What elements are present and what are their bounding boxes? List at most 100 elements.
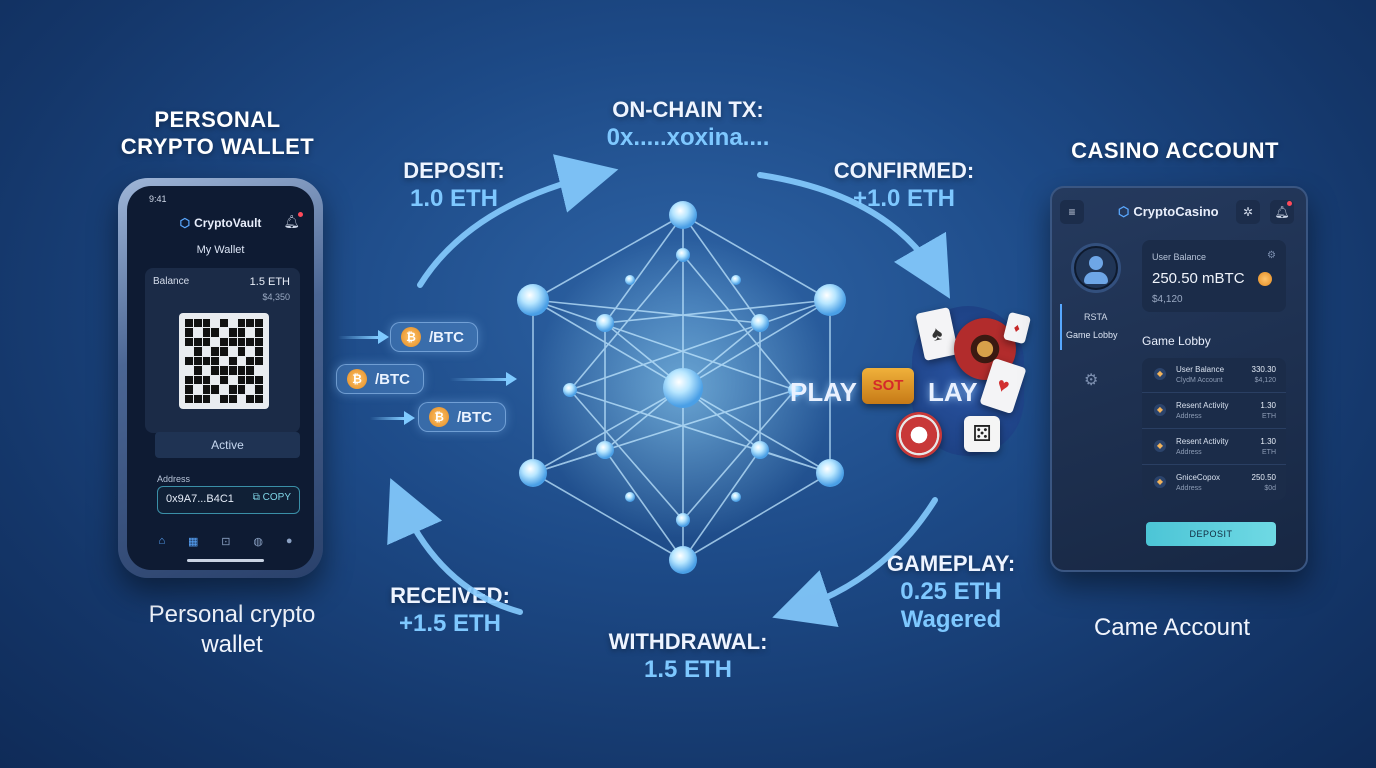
user-balance-usd: $4,120: [1152, 294, 1183, 305]
bitcoin-icon: ₿: [347, 369, 367, 389]
sidebar-item-label: Game Lobby: [1066, 330, 1118, 340]
wallet-caption-line1: Personal crypto: [148, 601, 316, 628]
list-item[interactable]: ◆ User Balance ClydM Account 330.30 $4,1…: [1142, 358, 1286, 393]
menu-icon[interactable]: ≡: [1060, 200, 1084, 224]
eth-icon: ◆: [1154, 368, 1166, 380]
deposit-button[interactable]: DEPOSIT: [1146, 522, 1276, 546]
avatar[interactable]: [1074, 246, 1118, 290]
play-text-right: LAY: [928, 377, 978, 407]
arrow-deposit: [417, 154, 619, 288]
lobby-title: Game Lobby: [1142, 334, 1211, 348]
bitcoin-icon: ₿: [429, 407, 449, 427]
btc-transfer-group: ₿ /BTC ₿ /BTC ₿ /BTC: [330, 318, 520, 442]
gameplay-value: 0.25 ETH: [900, 578, 1002, 605]
list-item-value: 330.30: [1251, 365, 1276, 374]
globe-icon[interactable]: ◍: [253, 536, 263, 548]
confirmed-value: +1.0 ETH: [852, 185, 956, 212]
list-item-title: User Balance: [1176, 365, 1225, 374]
onchain-tx-label: ON-CHAIN TX: 0x.....xoxina....: [560, 96, 816, 152]
casino-panel: ≡ ⬡CryptoCasino ✲ 🔔︎ RSTA Game Lobby ⚙ U…: [1050, 186, 1308, 572]
deposit-label: DEPOSIT: 1.0 ETH: [380, 157, 528, 213]
wallet-app-name: CryptoVault: [194, 216, 262, 230]
grid-icon[interactable]: ▦: [187, 536, 199, 548]
home-icon[interactable]: ⌂: [158, 535, 166, 547]
user-balance-label: User Balance: [1152, 252, 1207, 262]
list-item[interactable]: ◆ Resent Activity Address 1.30 ETH: [1142, 394, 1286, 429]
bitcoin-icon: ₿: [401, 327, 421, 347]
btc-arrow-3: [370, 417, 404, 420]
settings-icon[interactable]: ✲: [1236, 200, 1260, 224]
user-balance-card: User Balance ⚙ 250.50 mBTC $4,120: [1142, 240, 1286, 312]
btc-arrow-1: [338, 336, 378, 339]
casino-app-name: CryptoCasino: [1133, 204, 1219, 219]
home-indicator: [187, 559, 264, 562]
list-item-subtitle: Address: [1176, 485, 1202, 492]
bell-icon[interactable]: 🔔︎: [1270, 200, 1294, 224]
user-balance-value: 250.50 mBTC: [1152, 270, 1245, 287]
list-item-subtitle: Address: [1176, 413, 1202, 420]
eth-icon: ◆: [1154, 404, 1166, 416]
copy-label: COPY: [262, 492, 291, 503]
received-value: +1.5 ETH: [398, 610, 502, 637]
balance-label: Balance: [153, 276, 190, 287]
gear-icon[interactable]: ⚙: [1084, 372, 1099, 389]
arrow-received: [387, 478, 523, 615]
list-item-value: 1.30: [1260, 437, 1276, 446]
list-item-title: Resent Activity: [1176, 437, 1229, 446]
status-time: 9:41: [149, 194, 167, 204]
btc-pill-label: /BTC: [375, 370, 410, 388]
btc-pill-label: /BTC: [429, 328, 464, 346]
wallet-title-line2: CRYPTO WALLET: [120, 134, 315, 159]
user-icon[interactable]: ●: [285, 535, 293, 547]
scan-icon[interactable]: ⊡: [221, 536, 231, 548]
eth-icon: ◆: [1154, 476, 1166, 488]
copy-icon: ⧉: [252, 492, 260, 503]
bell-icon[interactable]: 🔔︎: [283, 212, 303, 230]
onchain-value: 0x.....xoxina....: [606, 124, 770, 151]
btc-pill-label: /BTC: [457, 408, 492, 426]
wallet-title: PERSONAL CRYPTO WALLET: [110, 106, 325, 160]
withdrawal-value: 1.5 ETH: [643, 656, 733, 683]
poker-chip-icon: [896, 412, 942, 458]
wallet-app-logo: ⬡CryptoVault: [127, 216, 314, 230]
bitcoin-icon: [1258, 272, 1272, 286]
list-item[interactable]: ◆ Resent Activity Address 1.30 ETH: [1142, 430, 1286, 465]
balance-card: Balance 1.5 ETH $4,350: [145, 268, 300, 433]
lobby-list: ◆ User Balance ClydM Account 330.30 $4,1…: [1142, 358, 1286, 500]
list-item[interactable]: ◆ GniceCopox Address 250.50 $0d: [1142, 466, 1286, 500]
list-item-title: GniceCopox: [1176, 473, 1221, 482]
phone-wallet: 9:41 ⬡CryptoVault 🔔︎ My Wallet Balance 1…: [118, 178, 323, 578]
casino-title: CASINO ACCOUNT: [1071, 138, 1279, 163]
dice-icon: ⚄: [964, 416, 1000, 452]
sidebar-item-game-lobby[interactable]: RSTA Game Lobby: [1060, 304, 1132, 350]
btc-pill-3: ₿ /BTC: [418, 402, 506, 432]
list-item-subtitle: ClydM Account: [1176, 377, 1223, 384]
notification-dot: [298, 212, 303, 217]
qr-code: [179, 313, 269, 409]
list-item-subvalue: ETH: [1262, 449, 1276, 456]
slot-machine-icon: SOT: [862, 368, 914, 404]
gameplay-sub: Wagered: [900, 606, 1002, 633]
phone-bottom-nav: ⌂ ▦ ⊡ ◍ ●: [147, 535, 304, 548]
arrow-gameplay: [772, 497, 938, 628]
lobby-icon: RSTA: [1084, 312, 1108, 322]
hexagon-icon: ⬡: [1118, 204, 1130, 219]
deposit-title: DEPOSIT:: [403, 158, 505, 183]
confirmed-label: CONFIRMED: +1.0 ETH: [820, 157, 988, 213]
list-item-subvalue: $4,120: [1254, 377, 1276, 384]
phone-screen: 9:41 ⬡CryptoVault 🔔︎ My Wallet Balance 1…: [127, 186, 314, 570]
btc-arrow-2: [450, 378, 508, 381]
btc-arrow-3-head: [404, 411, 415, 425]
eth-icon: ◆: [1154, 440, 1166, 452]
copy-button[interactable]: ⧉ COPY: [253, 492, 291, 503]
list-item-value: 250.50: [1251, 473, 1276, 482]
withdrawal-title: WITHDRAWAL:: [608, 629, 768, 654]
address-value: 0x9A7...B4C1: [166, 493, 234, 505]
gear-icon[interactable]: ⚙: [1267, 250, 1276, 261]
list-item-subvalue: $0d: [1264, 485, 1276, 492]
onchain-title: ON-CHAIN TX:: [612, 97, 764, 122]
notification-dot: [1287, 201, 1292, 206]
btc-pill-2: ₿ /BTC: [336, 364, 424, 394]
casino-sidebar: RSTA Game Lobby ⚙: [1060, 234, 1130, 562]
